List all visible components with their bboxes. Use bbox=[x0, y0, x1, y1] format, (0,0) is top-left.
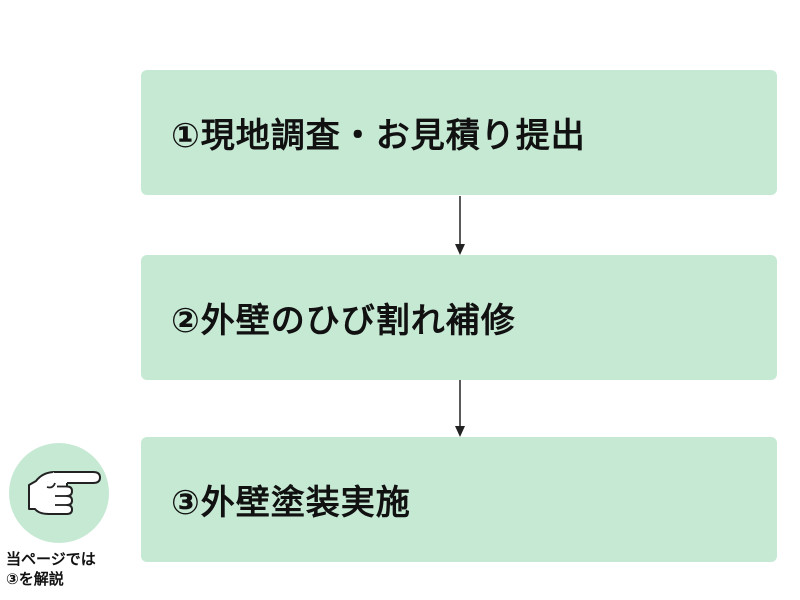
step-label-painting: ③外壁塗装実施 bbox=[171, 483, 411, 523]
pointing-hand-icon bbox=[28, 471, 101, 515]
flow-arrow bbox=[452, 380, 468, 437]
flow-arrow bbox=[452, 196, 468, 255]
explanation-note: 当ページでは ③を解説 bbox=[6, 549, 96, 589]
step-label-crack-repair: ②外壁のひび割れ補修 bbox=[171, 301, 516, 341]
pointer-badge bbox=[9, 443, 109, 543]
note-line-1: 当ページでは bbox=[6, 550, 96, 568]
step-label-survey: ①現地調査・お見積り提出 bbox=[171, 116, 586, 156]
down-arrow-icon bbox=[455, 196, 465, 255]
step-box-painting: ③外壁塗装実施 bbox=[141, 437, 777, 562]
note-line-2: ③を解説 bbox=[6, 570, 64, 588]
step-box-crack-repair: ②外壁のひび割れ補修 bbox=[141, 255, 777, 380]
step-box-survey: ①現地調査・お見積り提出 bbox=[141, 70, 777, 195]
down-arrow-icon bbox=[455, 380, 465, 437]
